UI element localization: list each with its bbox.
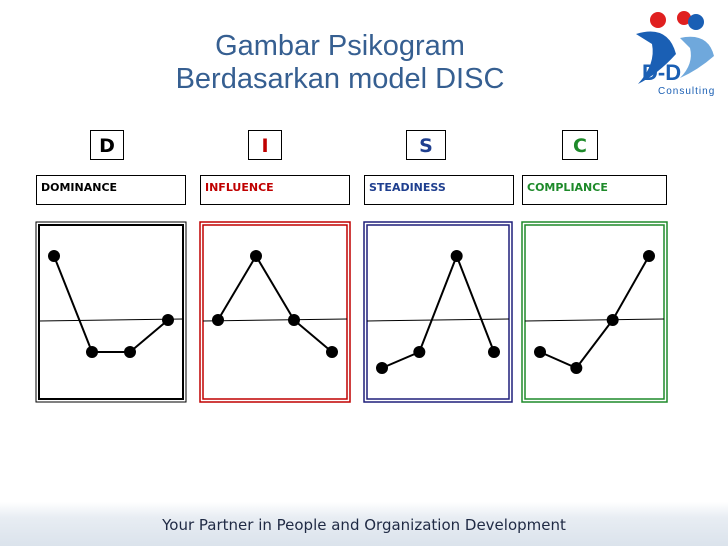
logo-red-dot-2 [677, 11, 691, 25]
data-point-dominance-1 [48, 250, 60, 262]
label-compliance: COMPLIANCE [522, 175, 667, 205]
letter-box-d: D [90, 130, 124, 160]
series-line-compliance [539, 255, 650, 370]
panel-frame-dominance [35, 221, 187, 403]
series-line-influence [217, 254, 333, 353]
letter-box-s: S [406, 130, 446, 160]
data-point-compliance-4 [643, 250, 655, 262]
data-point-steadiness-2 [413, 346, 426, 358]
midline-influence [202, 318, 348, 322]
series-line-steadiness [381, 253, 495, 369]
logo-red-dot [650, 12, 666, 28]
label-influence: INFLUENCE [200, 175, 350, 205]
midline-steadiness [366, 318, 510, 322]
midline-compliance [524, 318, 665, 322]
letter-c: C [573, 135, 587, 157]
letter-d: D [99, 135, 115, 157]
label-dominance: DOMINANCE [36, 175, 186, 205]
logo-blue-dot [688, 14, 704, 30]
label-steadiness: STEADINESS [364, 175, 514, 205]
data-point-dominance-4 [162, 314, 174, 326]
logo-swoosh-left [636, 31, 676, 84]
midline-dominance [38, 318, 184, 322]
series-line-dominance [53, 255, 169, 353]
data-point-dominance-3 [124, 346, 136, 358]
data-point-influence-3 [288, 314, 300, 326]
data-point-influence-2 [250, 250, 262, 262]
page-title: Gambar Psikogram Berdasarkan model DISC [140, 30, 540, 96]
panel-inner-frame-compliance [524, 224, 665, 400]
data-point-steadiness-4 [488, 346, 500, 358]
letter-s: S [419, 135, 433, 157]
dd-consulting-logo: D-D Consulting [636, 11, 715, 97]
data-point-influence-1 [212, 314, 224, 326]
panel-inner-frame-influence [202, 224, 348, 400]
panel-frame-influence [199, 221, 351, 403]
data-point-compliance-2 [570, 362, 583, 374]
footer-tagline: Your Partner in People and Organization … [162, 516, 566, 534]
panel-inner-frame-steadiness [366, 224, 510, 400]
logo-text-main: D-D [642, 60, 681, 85]
panel-frame-steadiness [363, 221, 513, 403]
panel-frame-compliance [521, 221, 668, 403]
data-point-steadiness-1 [376, 362, 388, 374]
letter-box-c: C [562, 130, 598, 160]
logo-text-sub: Consulting [658, 86, 715, 97]
footer-band [0, 502, 728, 546]
data-point-influence-4 [326, 346, 338, 358]
title-line-2: Berdasarkan model DISC [175, 63, 505, 95]
panel-inner-frame-dominance [38, 224, 184, 400]
data-point-dominance-2 [86, 346, 98, 358]
letter-i: I [261, 135, 269, 157]
title-line-1: Gambar Psikogram [215, 30, 465, 62]
data-point-steadiness-3 [450, 250, 463, 262]
logo-swoosh-right [680, 36, 714, 78]
data-point-compliance-3 [606, 314, 619, 326]
letter-box-i: I [248, 130, 282, 160]
data-point-compliance-1 [534, 346, 546, 358]
